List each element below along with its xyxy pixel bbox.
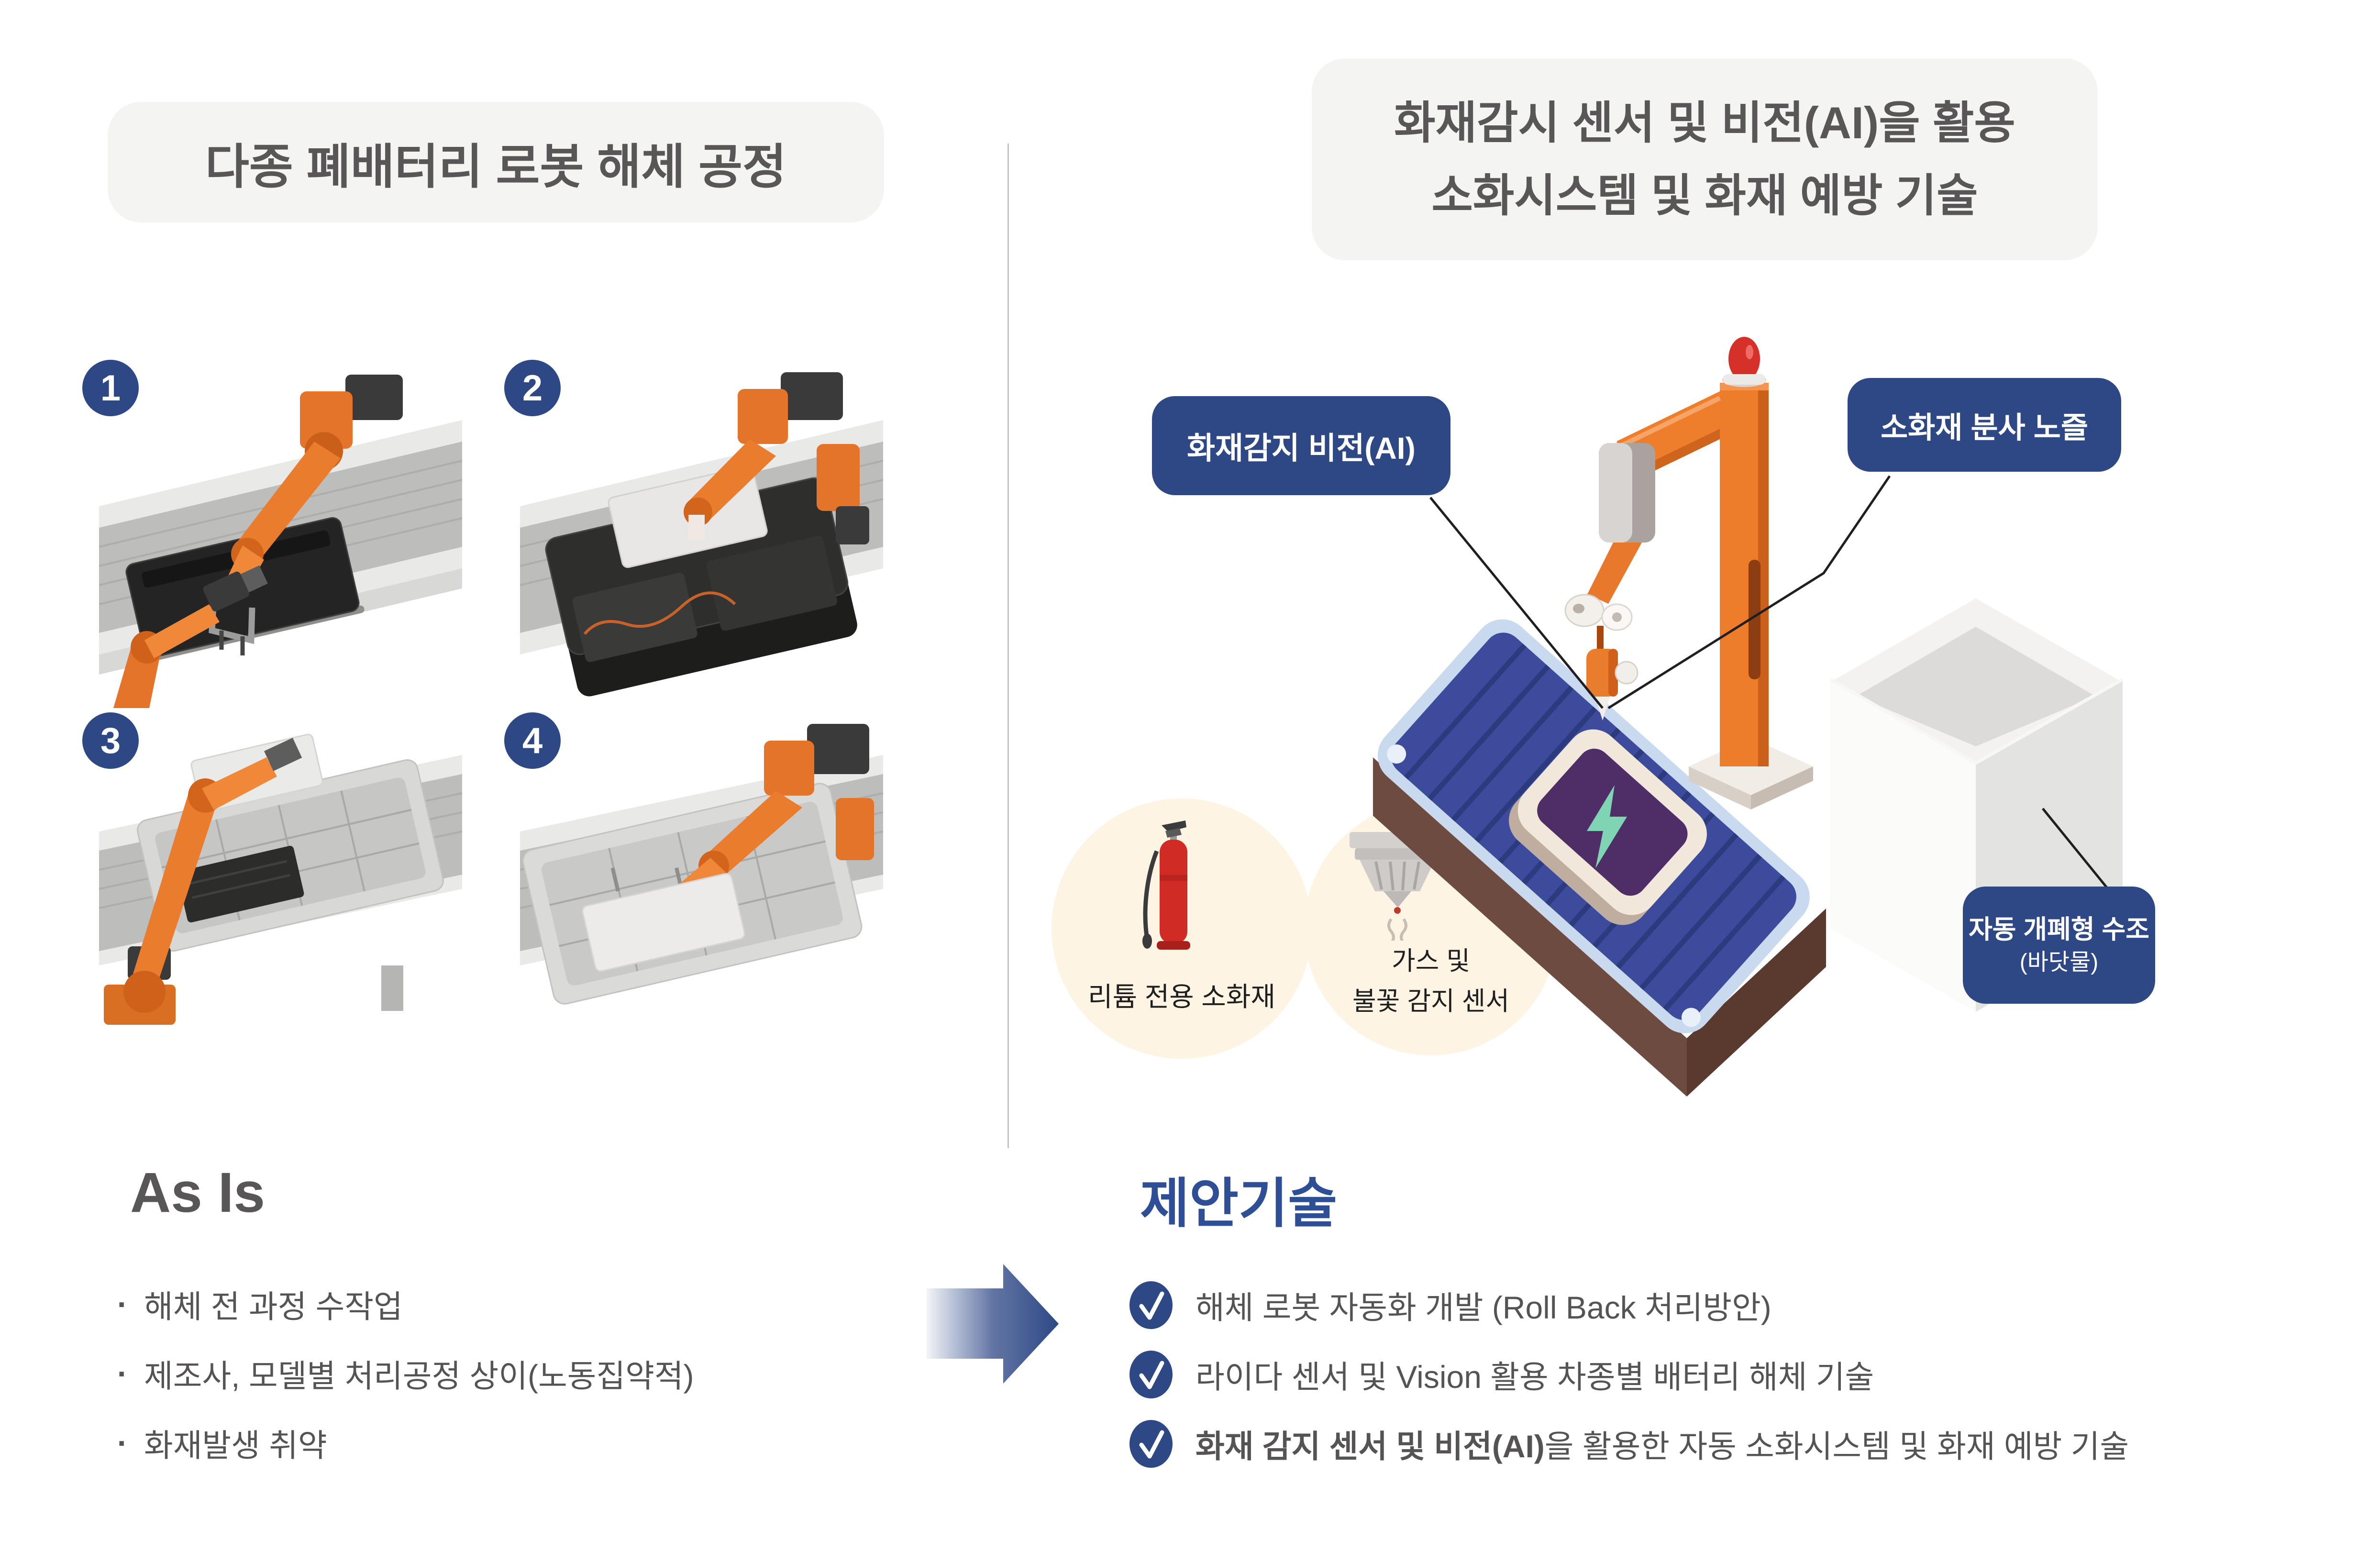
step-number: 1 — [100, 367, 121, 409]
robot-arm-icon — [209, 375, 403, 655]
robot-disassembly-photo-1 — [99, 363, 462, 708]
fire-suppression-illustration — [1373, 337, 2126, 1097]
robot-disassembly-photo-2 — [520, 363, 883, 708]
tank-label-line2: (바닷물) — [2019, 949, 2099, 975]
gas-sensor-label-line2: 불꽃 감지 센서 — [1352, 987, 1510, 1016]
robot-disassembly-photo-3 — [99, 717, 462, 1025]
vision-ai-label-text: 화재감지 비전(AI) — [1187, 431, 1416, 466]
as-is-bullet-3: · 화재발생 취약 — [117, 1421, 327, 1465]
conveyor-base-front — [1373, 757, 1687, 1097]
nozzle-label: 소화재 분사 노즐 — [1848, 378, 2121, 472]
as-is-bullet-1: · 해체 전 과정 수작업 — [117, 1282, 403, 1326]
robot-arm-icon — [684, 372, 869, 544]
as-is-bullet-1-text: 해체 전 과정 수작업 — [144, 1289, 403, 1324]
robot-photo-1-graphic — [99, 363, 462, 708]
extinguisher-circle: 리튬 전용 소화재 — [1052, 798, 1312, 1059]
nozzle-label-text: 소화재 분사 노즐 — [1881, 411, 2088, 444]
proposal-item-3-text: 을 활용한 자동 소화시스템 및 화재 예방 기술 — [1544, 1429, 2129, 1464]
conveyor-base-side — [1687, 909, 1826, 1097]
robot-disassembly-photo-4 — [520, 717, 883, 1025]
extinguisher-label: 리튬 전용 소화재 — [1088, 982, 1275, 1012]
proposal-item-1: 해체 로봇 자동화 개발 (Roll Back 처리방안) — [1129, 1280, 1771, 1330]
as-is-bullet-2: · 제조사, 모델별 처리공정 상이(노동집약적) — [117, 1352, 694, 1396]
right-tech-title: 화재감시 센서 및 비전(AI)을 활용 소화시스템 및 화재 예방 기술 — [1312, 58, 2098, 260]
arrow-right-icon — [927, 1264, 1059, 1384]
tank-label: 자동 개폐형 수조 (바닷물) — [1963, 887, 2155, 1004]
section-divider — [1007, 144, 1009, 1148]
proposal-heading: 제안기술 — [1140, 1174, 1338, 1233]
proposal-item-2-text: 라이다 센서 및 Vision 활용 차종별 배터리 해체 기술 — [1196, 1359, 1874, 1395]
robot-photo-3-graphic — [99, 717, 462, 1025]
seawater-tank — [1829, 593, 2124, 1012]
robot-photo-2-graphic — [520, 363, 883, 708]
step-badge-1: 1 — [82, 360, 139, 416]
bullet-dot: · — [117, 1356, 128, 1391]
as-is-heading: As Is — [130, 1161, 266, 1224]
gantry-column — [1720, 383, 1769, 766]
right-tech-title-line1: 화재감시 센서 및 비전(AI)을 활용 — [1394, 97, 2015, 148]
fire-detection-camera-icon — [1599, 443, 1655, 543]
right-tech-title-line2: 소화시스템 및 화재 예방 기술 — [1431, 170, 1978, 221]
step-badge-2: 2 — [504, 360, 561, 416]
proposal-item-1-text: 해체 로봇 자동화 개발 (Roll Back 처리방안) — [1196, 1290, 1771, 1325]
step-number: 4 — [522, 720, 543, 761]
step-badge-4: 4 — [504, 712, 561, 769]
step-number: 3 — [100, 720, 121, 761]
battery-on-belt — [1509, 729, 1707, 925]
gas-sensor-label-line1: 가스 및 — [1391, 947, 1471, 976]
small-robot-arm-icon — [113, 571, 249, 708]
as-is-bullet-2-text: 제조사, 모델별 처리공정 상이(노동집약적) — [144, 1358, 694, 1394]
robot-arm-icon — [582, 724, 874, 972]
vision-ai-label: 화재감지 비전(AI) — [1152, 396, 1450, 495]
as-is-bullet-3-text: 화재발생 취약 — [144, 1428, 327, 1463]
bullet-dot: · — [117, 1425, 128, 1461]
lightning-bolt-icon — [1587, 785, 1627, 868]
proposal-item-3: 화재 감지 센서 및 비전(AI) 을 활용한 자동 소화시스템 및 화재 예방… — [1129, 1419, 2129, 1469]
fire-extinguisher-icon — [1142, 820, 1190, 950]
spray-nozzle-icon — [1564, 543, 1642, 721]
proposal-item-3-bold: 화재 감지 센서 및 비전(AI) — [1196, 1429, 1545, 1464]
robot-arm-icon — [104, 738, 302, 1025]
left-process-title-text: 다종 폐배터리 로봇 해체 공정 — [205, 140, 787, 194]
checkmark-icon — [1129, 1420, 1173, 1468]
proposal-item-2: 라이다 센서 및 Vision 활용 차종별 배터리 해체 기술 — [1129, 1350, 1874, 1399]
left-process-title: 다종 폐배터리 로봇 해체 공정 — [108, 102, 884, 222]
bullet-dot: · — [117, 1286, 128, 1322]
step-number: 2 — [522, 367, 543, 409]
tank-label-line1: 자동 개폐형 수조 — [1969, 915, 2149, 944]
warning-beacon-icon — [1722, 337, 1766, 387]
checkmark-icon — [1129, 1351, 1173, 1398]
battery-tray-open — [137, 759, 444, 952]
checkmark-icon — [1129, 1281, 1173, 1329]
step-badge-3: 3 — [82, 712, 139, 769]
robot-photo-4-graphic — [520, 717, 883, 1025]
